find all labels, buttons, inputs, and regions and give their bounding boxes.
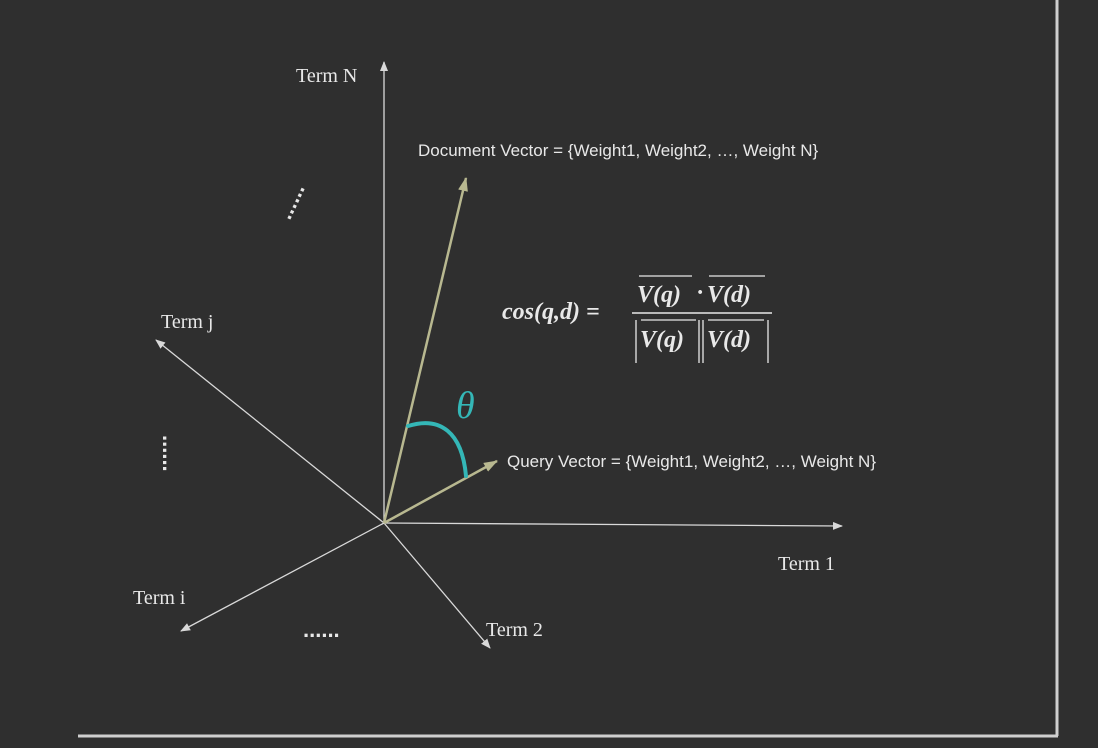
ellipsis-bottom: ...... bbox=[303, 617, 340, 642]
query-vector bbox=[383, 459, 498, 525]
document-vector bbox=[382, 177, 468, 524]
ellipsis-vertical: ...... bbox=[158, 435, 183, 472]
axis-term-i bbox=[180, 522, 385, 632]
formula-numerator-left: V(q) bbox=[637, 282, 681, 308]
axes bbox=[155, 61, 843, 649]
axis-label-term-n: Term N bbox=[296, 65, 357, 87]
axis-label-term-2: Term 2 bbox=[486, 619, 543, 641]
document-vector-label: Document Vector = {Weight1, Weight2, …, … bbox=[418, 141, 819, 160]
theta-arc bbox=[406, 421, 468, 478]
formula-numerator-right: V(d) bbox=[707, 282, 751, 308]
cosine-formula: cos(q,d) = V(q) · V(d) V(q) V(d) bbox=[502, 280, 751, 353]
ellipsis-diagonal: ...... bbox=[272, 179, 310, 223]
formula-dot: · bbox=[697, 280, 703, 306]
axis-term-2 bbox=[383, 522, 491, 649]
formula-denominator-right: V(d) bbox=[707, 327, 751, 353]
axis-term-1 bbox=[383, 521, 843, 530]
query-vector-label: Query Vector = {Weight1, Weight2, …, Wei… bbox=[507, 452, 876, 471]
formula-denominator-left: V(q) bbox=[640, 327, 684, 353]
formula-lhs: cos(q,d) = bbox=[502, 299, 600, 325]
axis-label-term-j: Term j bbox=[161, 311, 213, 333]
axis-label-term-1: Term 1 bbox=[778, 553, 835, 575]
axis-label-term-i: Term i bbox=[133, 587, 186, 609]
axis-term-j bbox=[155, 339, 385, 524]
theta-symbol: θ bbox=[456, 385, 475, 427]
